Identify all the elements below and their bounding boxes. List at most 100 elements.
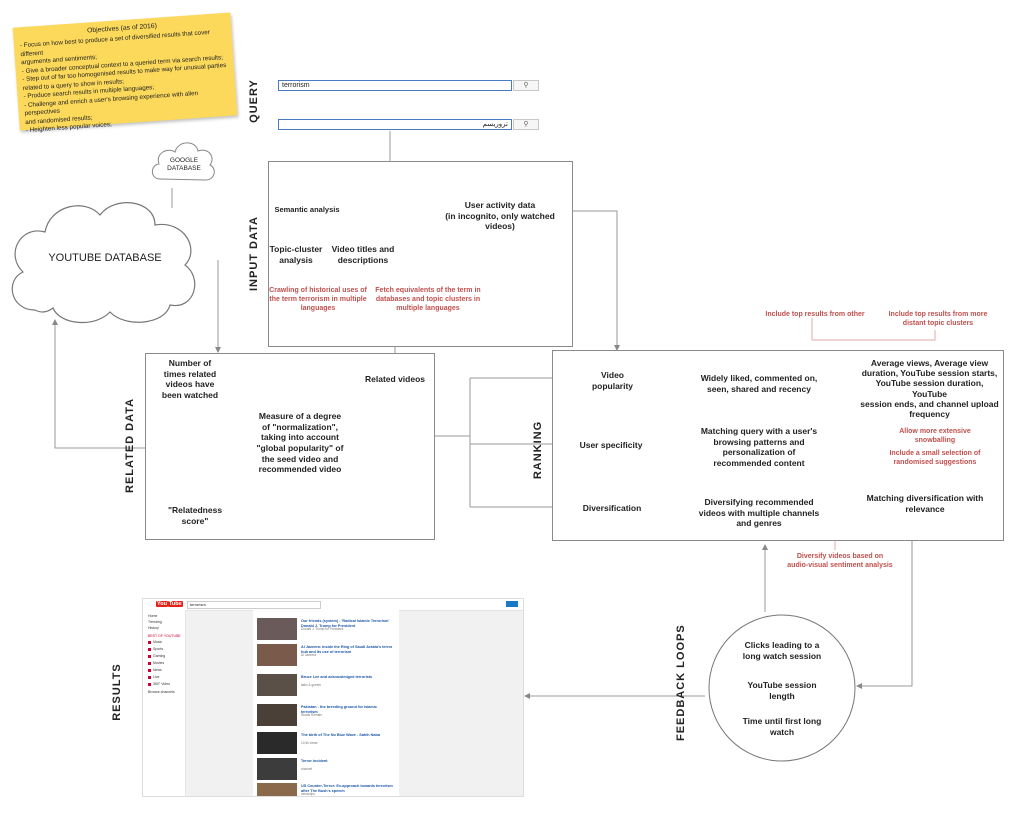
clicks-long-watch-node: Clicks leading to a long watch session: [742, 640, 822, 661]
randomised-note: Include a small selection of randomised …: [889, 450, 981, 467]
diversifying-node: Diversifying recommended videos with mul…: [698, 497, 820, 529]
yt-sidebar-item[interactable]: Home: [148, 614, 158, 618]
related-data-box: [145, 353, 435, 540]
yt-sidebar-item[interactable]: Trending: [148, 620, 162, 624]
video-meta: Donald J. Trump for President: [301, 627, 344, 631]
related-videos-node: Related videos: [365, 374, 425, 384]
video-title[interactable]: Al Jazeera: Inside the Ring of Saudi Ara…: [301, 645, 393, 654]
topic-cluster-node: Topic-cluster analysis: [269, 244, 323, 265]
top-results-distant-note: Include top results from more distant to…: [888, 311, 988, 328]
diversify-audio-note: Diversify videos based on audio-visual s…: [787, 553, 893, 570]
sports-icon: [148, 647, 151, 651]
logo-tube: Tube: [167, 601, 183, 607]
yt-sidebar-heading: BEST OF YOUTUBE: [148, 634, 181, 638]
objectives-sticky-note: Objectives (as of 2016) - Focus on how b…: [12, 12, 238, 134]
magnifier-icon: ⚲: [523, 121, 529, 128]
section-label-ranking: RANKING: [532, 420, 544, 480]
yt-result-row[interactable]: Pakistan - the breeding ground for Islam…: [257, 704, 395, 728]
section-label-input-data: INPUT DATA: [248, 216, 260, 291]
search-input-persian[interactable]: تروریسم: [278, 119, 512, 130]
youtube-database-label: YOUTUBE DATABASE: [48, 252, 162, 264]
google-cloud-shape: [151, 142, 215, 181]
yt-signin-button[interactable]: [506, 601, 518, 607]
youtube-cloud-shape: [11, 202, 196, 324]
yt-sidebar-item[interactable]: Movies: [148, 661, 164, 665]
yt-result-row[interactable]: The birth of The No Blue Wave - Sahih Na…: [257, 732, 395, 756]
video-thumbnail[interactable]: [257, 618, 297, 640]
video360-icon: [148, 682, 151, 686]
video-thumbnail[interactable]: [257, 644, 297, 666]
video-meta: 10,5k views: [301, 741, 318, 745]
section-label-related-data: RELATED DATA: [124, 397, 136, 493]
yt-sidebar-item[interactable]: 360° Video: [148, 682, 170, 686]
video-thumbnail[interactable]: [257, 704, 297, 726]
video-meta: Words Remain: [301, 713, 323, 717]
crawling-note: Crawling of historical uses of the term …: [269, 287, 367, 313]
movies-icon: [148, 661, 151, 665]
section-label-query: QUERY: [248, 79, 260, 123]
yt-sidebar-item[interactable]: News: [148, 668, 162, 672]
yt-result-row[interactable]: Al Jazeera: Inside the Ring of Saudi Ara…: [257, 644, 395, 668]
yt-sidebar-item[interactable]: Live: [148, 675, 159, 679]
video-title[interactable]: The birth of The No Blue Wave - Sahih Na…: [301, 733, 380, 737]
normalization-node: Measure of a degree of "normalization", …: [256, 411, 344, 475]
user-specificity-node: User specificity: [579, 440, 643, 450]
yt-sidebar-item[interactable]: Browse channels: [148, 690, 175, 694]
note-list: - Focus on how best to produce a set of …: [20, 28, 232, 136]
relatedness-score-node: "Relatedness score": [167, 505, 223, 526]
video-title[interactable]: Our friends (system) - 'Radical Islamic …: [301, 619, 390, 628]
video-meta: talks & guests: [301, 683, 321, 687]
search-input-terrorism[interactable]: terrorism: [278, 80, 512, 91]
input-data-box: [268, 161, 573, 347]
search-button[interactable]: ⚲: [513, 119, 539, 130]
video-meta: newsclips: [301, 792, 315, 796]
semantic-analysis-node: Semantic analysis: [274, 205, 340, 214]
diversification-node: Diversification: [582, 503, 642, 513]
video-meta: Al Jazeera: [301, 653, 317, 657]
video-title[interactable]: US Counter-Terror: Ex-approach towards t…: [301, 784, 393, 793]
yt-sidebar-item[interactable]: Gaming: [148, 654, 165, 658]
average-views-node: Average views, Average view duration, Yo…: [860, 358, 999, 419]
magnifier-icon: ⚲: [523, 82, 529, 89]
yt-search-input[interactable]: terrorism: [187, 601, 321, 609]
gaming-icon: [148, 654, 151, 658]
search-button[interactable]: ⚲: [513, 80, 539, 91]
yt-sidebar-item[interactable]: History: [148, 626, 159, 630]
yt-result-row[interactable]: Bruce Lee and acknowledged terrorists ta…: [257, 674, 395, 698]
matching-query-node: Matching query with a user's browsing pa…: [700, 426, 818, 468]
fetch-note: Fetch equivalents of the term in databas…: [375, 287, 481, 313]
live-icon: [148, 675, 151, 679]
yt-sidebar-item[interactable]: Sports: [148, 647, 163, 651]
video-title[interactable]: Terror incident: [301, 759, 328, 763]
top-results-other-note: Include top results from other: [765, 311, 865, 318]
news-icon: [148, 668, 151, 672]
video-title[interactable]: Bruce Lee and acknowledged terrorists: [301, 675, 373, 679]
section-label-feedback-loops: FEEDBACK LOOPS: [675, 624, 687, 741]
user-activity-node: User activity data (in incognito, only w…: [445, 200, 555, 232]
video-thumbnail[interactable]: [257, 732, 297, 754]
video-thumbnail[interactable]: [257, 758, 297, 780]
snowballing-note: Allow more extensive snowballing: [899, 428, 971, 445]
time-until-watch-node: Time until first long watch: [742, 716, 822, 737]
video-title[interactable]: Pakistan - the breeding ground for Islam…: [301, 705, 377, 714]
widely-liked-node: Widely liked, commented on, seen, shared…: [700, 373, 818, 394]
yt-result-row[interactable]: Terror incident channel: [257, 758, 395, 782]
video-meta: channel: [301, 767, 313, 771]
session-length-node: YouTube session length: [747, 680, 817, 701]
number-of-times-node: Number of times related videos have been…: [161, 358, 219, 400]
yt-sidebar-item[interactable]: Music: [148, 640, 162, 644]
video-titles-node: Video titles and descriptions: [331, 244, 395, 265]
google-database-label: GOOGLE DATABASE: [167, 157, 201, 173]
feedback-circle: [708, 614, 856, 762]
yt-sidebar: Home Trending History BEST OF YOUTUBE Mu…: [143, 610, 186, 796]
section-label-results: RESULTS: [111, 663, 123, 721]
yt-result-row[interactable]: Our friends (system) - 'Radical Islamic …: [257, 618, 395, 642]
video-thumbnail[interactable]: [257, 674, 297, 696]
yt-result-row[interactable]: US Counter-Terror: Ex-approach towards t…: [257, 783, 395, 796]
matching-diversification-node: Matching diversification with relevance: [866, 493, 984, 514]
yt-results-list: Our friends (system) - 'Radical Islamic …: [253, 610, 399, 796]
video-thumbnail[interactable]: [257, 783, 297, 796]
